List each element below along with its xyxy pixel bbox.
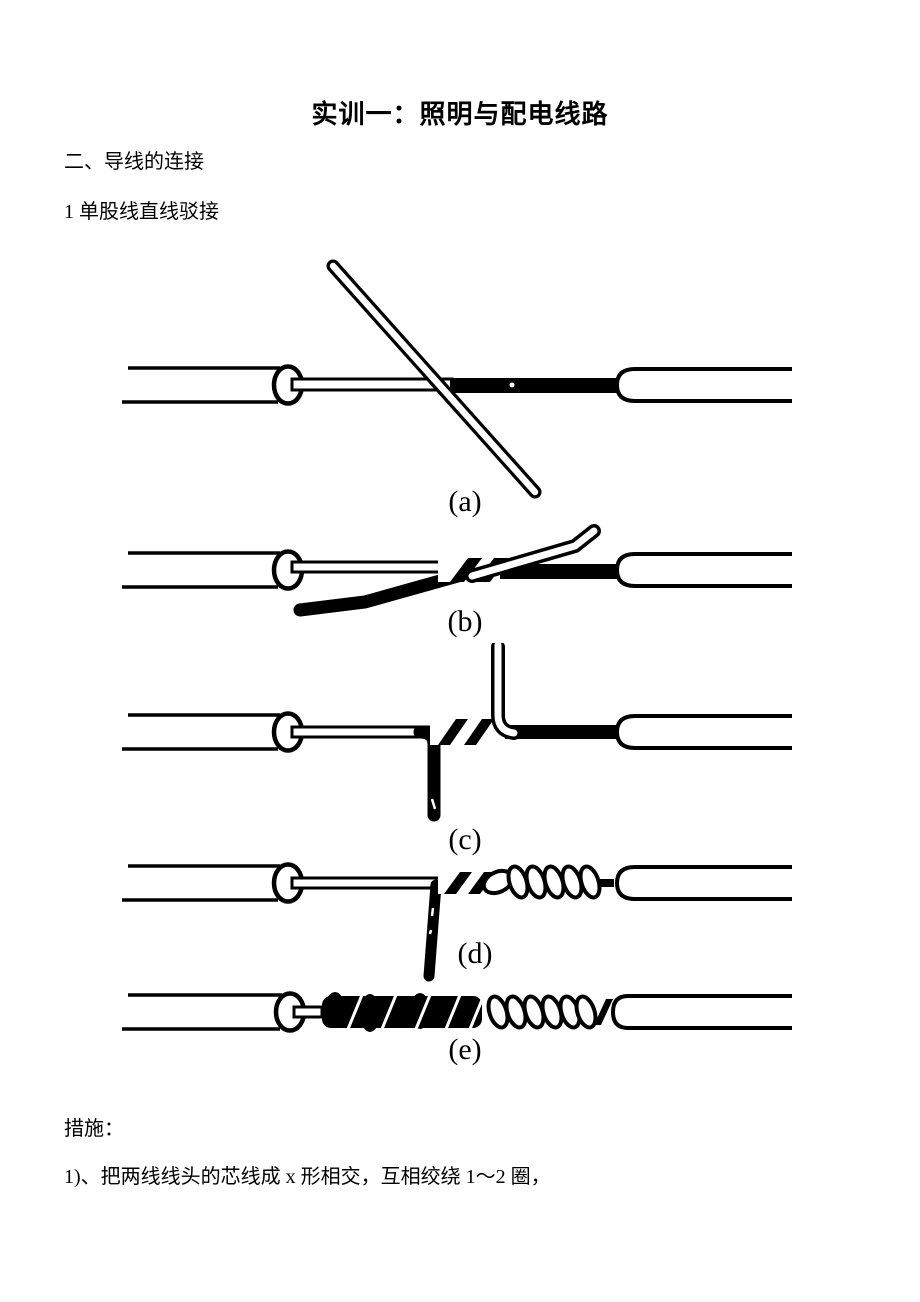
white-coiled-wrap [486,994,613,1030]
black-core-end [293,567,472,617]
black-core-bent-down [423,879,442,982]
left-wire [122,711,434,753]
subsection-heading: 1 单股线直线驳接 [64,201,219,223]
right-wire [450,367,792,403]
right-wire [610,994,792,1030]
crossing-wire [326,259,542,499]
wire-splice-step-e-illustration [122,991,792,1033]
black-coiled-wrap [322,992,486,1032]
left-wire [122,364,454,406]
measures-heading: 措施： [64,1118,124,1140]
twist-joint [430,719,617,745]
right-wire [614,714,792,750]
figure-label-b: (b) [447,605,483,638]
left-wire [122,862,444,904]
wire-splice-step-d-illustration [122,862,792,982]
section-heading: 二、导线的连接 [64,151,204,173]
right-wire [614,552,792,588]
left-wire [122,991,324,1033]
wire-splice-step-a-illustration [122,259,792,499]
wire-splice-step-b-illustration [122,524,792,617]
right-wire [614,865,792,901]
left-wire [122,549,464,591]
page-title: 实训一：照明与配电线路 [311,100,609,129]
white-core-end [465,524,601,583]
figure-label-a: (a) [448,485,482,518]
white-core-bent-up [491,643,521,740]
figure-label-d: (d) [457,937,493,970]
step-1-text: 1)、把两线线头的芯线成 x 形相交，互相绞绕 1～2 圈， [64,1166,551,1188]
wire-splice-step-c-illustration [122,643,792,822]
coiled-white-wrap [481,864,602,900]
figure-label-c: (c) [448,823,482,856]
figure-label-e: (e) [448,1033,482,1066]
